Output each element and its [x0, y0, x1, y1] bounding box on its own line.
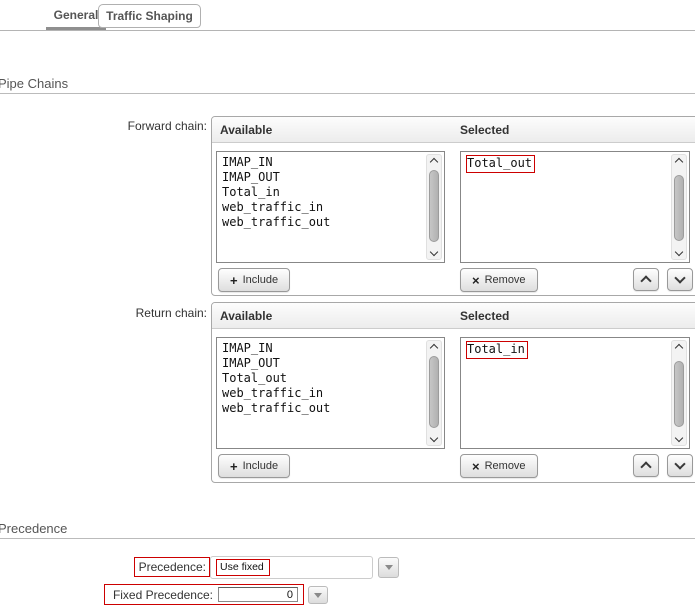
chevron-up-icon	[640, 461, 652, 473]
chevron-down-icon	[384, 565, 393, 570]
precedence-selected-value: Use fixed	[216, 559, 270, 576]
precedence-label: Precedence:	[138, 560, 206, 574]
list-item[interactable]: IMAP_OUT	[222, 170, 280, 184]
return-remove-button[interactable]: × Remove	[460, 454, 538, 478]
list-item[interactable]: Total_out	[466, 155, 671, 173]
return-selected-items: Total_in	[461, 338, 671, 448]
chevron-down-icon	[314, 592, 322, 598]
include-button-label: Include	[242, 460, 279, 472]
section-title-precedence: Precedence	[0, 521, 68, 536]
forward-available-items: IMAP_IN IMAP_OUT Total_in web_traffic_in…	[217, 152, 426, 262]
scrollbar[interactable]	[426, 154, 442, 260]
available-header: Available	[220, 123, 273, 137]
tab-traffic-shaping[interactable]: Traffic Shaping	[98, 4, 201, 28]
return-list-header-band: Available Selected	[212, 303, 695, 329]
return-chain-dual-list: Available Selected IMAP_IN IMAP_OUT Tota…	[211, 302, 695, 483]
return-chain-label: Return chain:	[135, 306, 207, 320]
scrollbar-thumb[interactable]	[429, 170, 439, 242]
section-divider-pipe-chains	[0, 93, 695, 94]
plus-icon: +	[230, 458, 238, 474]
list-item[interactable]: Total_in	[222, 185, 280, 199]
fixed-precedence-dropdown-button[interactable]	[308, 586, 328, 604]
fixed-precedence-label: Fixed Precedence:	[112, 587, 213, 602]
scrollbar-thumb[interactable]	[429, 356, 439, 428]
remove-button-label: Remove	[484, 274, 526, 286]
scroll-down-icon[interactable]	[674, 433, 684, 443]
return-available-list[interactable]: IMAP_IN IMAP_OUT Total_out web_traffic_i…	[216, 337, 445, 449]
plus-icon: +	[230, 272, 238, 288]
forward-selected-list[interactable]: Total_out	[460, 151, 690, 263]
return-available-items: IMAP_IN IMAP_OUT Total_out web_traffic_i…	[217, 338, 426, 448]
list-item[interactable]: web_traffic_out	[222, 401, 331, 415]
selected-header: Selected	[460, 309, 510, 323]
forward-selected-items: Total_out	[461, 152, 671, 262]
forward-include-button[interactable]: + Include	[218, 268, 291, 292]
cross-icon: ×	[472, 458, 480, 474]
precedence-dropdown-button[interactable]	[378, 557, 399, 578]
scroll-down-icon[interactable]	[429, 433, 439, 443]
annotation-box-precedence-label: Precedence:	[134, 557, 210, 577]
include-button-label: Include	[242, 274, 279, 286]
scroll-up-icon[interactable]	[674, 343, 684, 353]
fixed-precedence-input[interactable]	[218, 587, 298, 602]
precedence-select[interactable]: Use fixed	[210, 556, 373, 579]
list-item[interactable]: web_traffic_in	[222, 386, 324, 400]
scrollbar[interactable]	[671, 340, 687, 446]
list-item[interactable]: Total_out	[222, 371, 288, 385]
scrollbar[interactable]	[426, 340, 442, 446]
scroll-down-icon[interactable]	[674, 247, 684, 257]
scroll-up-icon[interactable]	[429, 157, 439, 167]
tab-bar-divider	[0, 30, 695, 31]
list-item[interactable]: IMAP_IN	[222, 155, 273, 169]
scrollbar[interactable]	[671, 154, 687, 260]
forward-remove-button[interactable]: × Remove	[460, 268, 538, 292]
list-item[interactable]: IMAP_IN	[222, 341, 273, 355]
list-item[interactable]: Total_in	[466, 341, 671, 359]
list-item[interactable]: web_traffic_out	[222, 215, 331, 229]
list-item[interactable]: IMAP_OUT	[222, 356, 280, 370]
return-selected-list[interactable]: Total_in	[460, 337, 690, 449]
chevron-down-icon	[674, 458, 686, 470]
section-divider-precedence	[0, 538, 695, 539]
return-move-down-button[interactable]	[667, 454, 693, 477]
forward-chain-dual-list: Available Selected IMAP_IN IMAP_OUT Tota…	[211, 116, 695, 296]
forward-move-down-button[interactable]	[667, 268, 693, 291]
scrollbar-thumb[interactable]	[674, 361, 684, 427]
chevron-down-icon	[674, 272, 686, 284]
forward-move-up-button[interactable]	[633, 268, 659, 291]
available-header: Available	[220, 309, 273, 323]
tab-general[interactable]: General	[53, 8, 99, 22]
scrollbar-thumb[interactable]	[674, 175, 684, 241]
scroll-up-icon[interactable]	[674, 157, 684, 167]
forward-list-header-band: Available Selected	[212, 117, 695, 143]
chevron-up-icon	[640, 275, 652, 287]
selected-header: Selected	[460, 123, 510, 137]
remove-button-label: Remove	[484, 460, 526, 472]
return-move-up-button[interactable]	[633, 454, 659, 477]
cross-icon: ×	[472, 272, 480, 288]
annotation-box-fixed-precedence: Fixed Precedence:	[104, 584, 304, 605]
section-title-pipe-chains: Pipe Chains	[0, 76, 69, 91]
return-include-button[interactable]: + Include	[218, 454, 291, 478]
list-item[interactable]: web_traffic_in	[222, 200, 324, 214]
annotation-box-total-out: Total_out	[466, 155, 536, 173]
forward-chain-label: Forward chain:	[127, 119, 207, 133]
forward-available-list[interactable]: IMAP_IN IMAP_OUT Total_in web_traffic_in…	[216, 151, 445, 263]
scroll-down-icon[interactable]	[429, 247, 439, 257]
scroll-up-icon[interactable]	[429, 343, 439, 353]
annotation-box-total-in: Total_in	[466, 341, 528, 359]
tab-general-active-underline	[46, 27, 106, 30]
